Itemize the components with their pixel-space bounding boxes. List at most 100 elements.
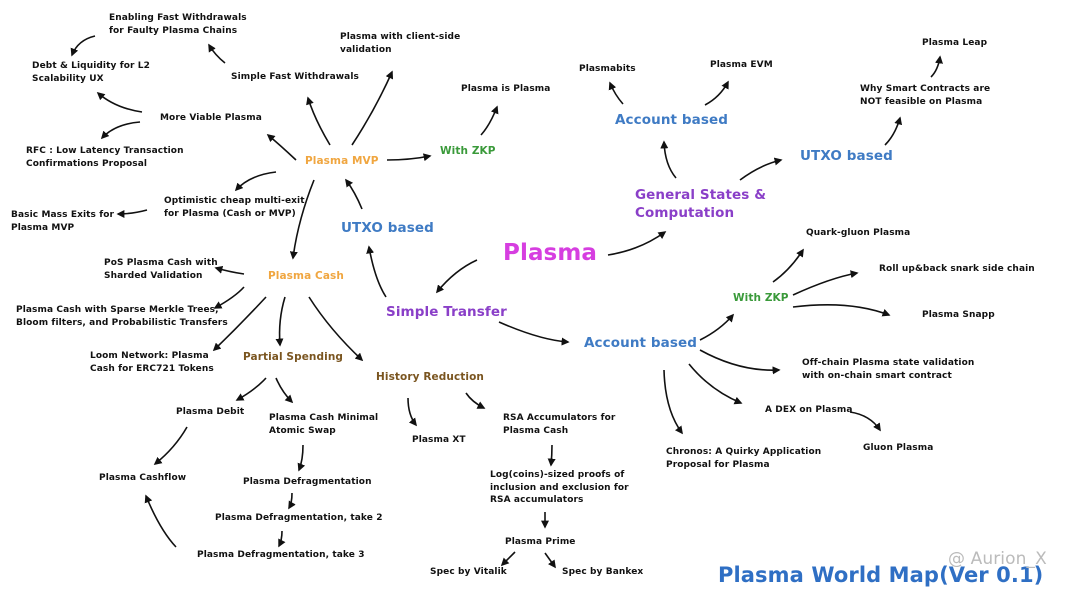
map-title: Plasma World Map(Ver 0.1): [718, 563, 1044, 587]
arrow: [214, 265, 245, 275]
node-simple-transfer: Simple Transfer: [386, 304, 507, 320]
arrow: [704, 80, 729, 106]
node-account-based-transfer: Account based: [584, 335, 698, 351]
arrow: [306, 96, 331, 146]
arrow: [435, 259, 478, 294]
arrow: [366, 245, 387, 298]
arrow: [407, 397, 417, 427]
node-gluon-plasma: Gluon Plasma: [863, 443, 934, 453]
arrow: [278, 530, 286, 548]
arrow: [688, 363, 743, 405]
node-more-viable-plasma: More Viable Plasma: [160, 113, 262, 123]
node-plasma-defragmentation: Plasma Defragmentation: [243, 477, 372, 487]
arrow: [288, 492, 296, 510]
arrow: [608, 81, 624, 105]
arrow: [308, 296, 364, 362]
node-loom-network: Loom Network: Plasma Cash for ERC721 Tok…: [90, 351, 214, 374]
arrow: [792, 270, 859, 296]
node-pos-plasma-cash: PoS Plasma Cash with Sharded Validation: [104, 258, 218, 281]
arrow: [544, 552, 556, 569]
node-log-coins-proofs: Log(coins)-sized proofs of inclusion and…: [490, 470, 629, 505]
node-minimal-atomic-swap: Plasma Cash Minimal Atomic Swap: [269, 413, 379, 436]
arrow: [153, 426, 188, 465]
node-plasma-cashflow: Plasma Cashflow: [99, 473, 187, 483]
node-plasma-prime: Plasma Prime: [505, 537, 576, 547]
arrow: [660, 140, 677, 179]
arrow: [386, 153, 432, 162]
arrow: [235, 377, 267, 401]
node-rsa-accumulators: RSA Accumulators for Plasma Cash: [503, 413, 616, 436]
node-debt-liquidity: Debt & Liquidity for L2 Scalability UX: [32, 61, 150, 84]
arrow: [607, 231, 667, 256]
arrow: [500, 551, 516, 567]
node-history-reduction: History Reduction: [376, 371, 484, 383]
node-plasma-is-plasma: Plasma is Plasma: [461, 84, 551, 94]
arrow: [116, 209, 148, 218]
node-plasma-snapp: Plasma Snapp: [922, 310, 995, 320]
node-defragmentation-take-3: Plasma Defragmentation, take 3: [197, 550, 365, 560]
arrow: [498, 321, 570, 346]
node-chronos: Chronos: A Quirky Application Proposal f…: [666, 447, 822, 470]
arrow: [739, 157, 783, 181]
arrow: [70, 35, 96, 57]
node-with-zkp-utxo: With ZKP: [440, 145, 496, 157]
arrow: [699, 349, 781, 375]
node-plasma-cash: Plasma Cash: [268, 270, 344, 282]
node-account-based-general: Account based: [615, 112, 729, 128]
arrow: [266, 133, 297, 161]
arrow: [289, 179, 315, 260]
arrow: [297, 444, 306, 472]
node-plasma-debit: Plasma Debit: [176, 407, 245, 417]
arrow: [212, 296, 267, 352]
node-plasma-leap: Plasma Leap: [922, 38, 988, 48]
node-plasma-mvp: Plasma MVP: [305, 155, 379, 167]
watermark: @ Aurion_X: [948, 549, 1047, 569]
arrow: [345, 178, 363, 210]
node-simple-fast-withdrawals: Simple Fast Withdrawals: [231, 72, 360, 82]
arrow: [699, 313, 735, 341]
arrow: [465, 392, 486, 409]
node-quark-gluon-plasma: Quark-gluon Plasma: [806, 228, 911, 238]
arrow: [275, 296, 286, 347]
arrow: [351, 70, 394, 146]
arrow: [144, 494, 177, 548]
node-enabling-fast-withdrawals: Enabling Fast Withdrawals for Faulty Pla…: [109, 13, 247, 36]
node-optimistic-multi-exit: Optimistic cheap multi-exit for Plasma (…: [164, 196, 305, 219]
node-why-smart-contracts: Why Smart Contracts are NOT feasible on …: [860, 84, 991, 107]
node-general-states-computation: General States & Computation: [635, 187, 767, 221]
node-rollup-snark-side-chain: Roll up&back snark side chain: [879, 264, 1035, 274]
node-sparse-merkle-trees: Plasma Cash with Sparse Merkle Trees, Bl…: [16, 305, 228, 328]
node-partial-spending: Partial Spending: [243, 351, 344, 363]
node-utxo-based-general: UTXO based: [800, 148, 893, 164]
arrow: [208, 43, 226, 64]
node-plasmabits: Plasmabits: [579, 64, 636, 74]
arrow: [234, 171, 277, 192]
node-with-zkp-account: With ZKP: [733, 292, 789, 304]
arrow: [792, 303, 891, 317]
arrow: [772, 248, 804, 283]
node-spec-by-bankex: Spec by Bankex: [562, 567, 644, 577]
arrow: [480, 105, 499, 136]
node-offchain-state-validation: Off-chain Plasma state validation with o…: [802, 358, 975, 381]
node-rfc-low-latency: RFC : Low Latency Transaction Confirmati…: [26, 146, 184, 169]
arrow: [213, 286, 245, 309]
node-spec-by-vitalik: Spec by Vitalik: [430, 567, 507, 577]
node-client-side-validation: Plasma with client-side validation: [340, 32, 461, 55]
arrow: [884, 116, 903, 146]
arrow: [275, 377, 294, 404]
arrow: [547, 444, 556, 467]
node-plasma-evm: Plasma EVM: [710, 60, 773, 70]
arrow: [930, 55, 943, 78]
node-utxo-based-transfer: UTXO based: [341, 220, 434, 236]
node-basic-mass-exits: Basic Mass Exits for Plasma MVP: [11, 210, 115, 233]
node-defragmentation-take-2: Plasma Defragmentation, take 2: [215, 513, 383, 523]
node-plasma-root: Plasma: [503, 240, 598, 266]
node-plasma-xt: Plasma XT: [412, 435, 466, 445]
arrow: [849, 411, 881, 432]
node-dex-on-plasma: A DEX on Plasma: [765, 405, 853, 415]
arrow: [100, 121, 141, 140]
arrow: [96, 91, 143, 113]
arrow: [663, 369, 683, 435]
